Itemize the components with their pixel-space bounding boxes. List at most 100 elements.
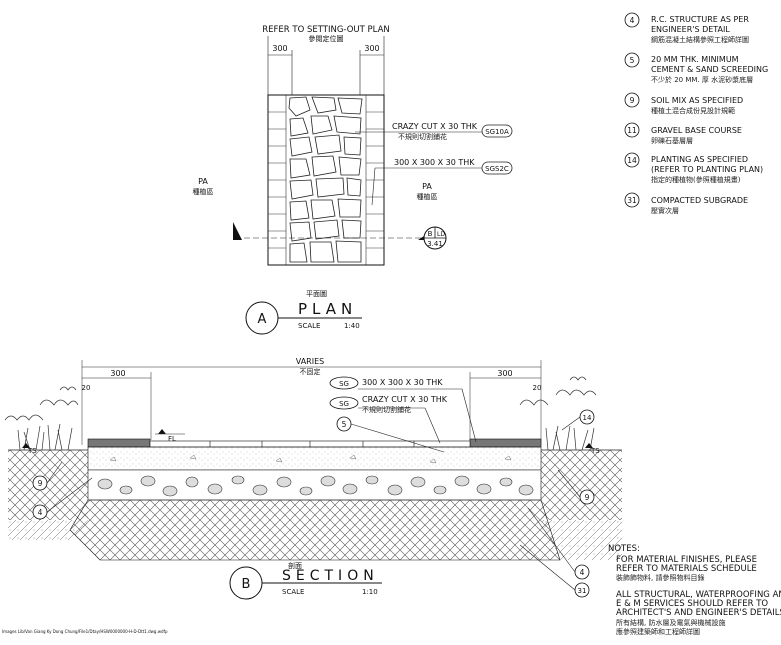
notes: NOTES: FOR MATERIAL FINISHES, PLEASE REF… bbox=[608, 544, 781, 636]
legend-text: PLANTING AS SPECIFIED bbox=[651, 155, 748, 164]
section-marker-sheet: LD bbox=[437, 231, 445, 238]
border-tiles bbox=[268, 95, 384, 265]
planting-left bbox=[4, 386, 79, 451]
setting-out-label: REFER TO SETTING-OUT PLAN bbox=[262, 25, 390, 35]
legend-num: 31 bbox=[627, 196, 637, 205]
pa-left-label-zh: 種植區 bbox=[193, 187, 214, 196]
legend-text: GRAVEL BASE COURSE bbox=[651, 126, 742, 135]
callout-9-left-num: 9 bbox=[38, 479, 43, 488]
plan-scale-label: SCALE bbox=[298, 322, 320, 330]
plan-title: PLAN bbox=[298, 300, 357, 318]
section-crazy-label-zh: 不規則切割鋪花 bbox=[362, 405, 411, 414]
legend-num: 9 bbox=[630, 96, 635, 105]
compacted-subgrade bbox=[69, 499, 561, 561]
section-marker-number: 3.41 bbox=[427, 240, 443, 248]
edge-tile-right bbox=[469, 438, 542, 448]
footer-file-path: Images Lib/Van Giang Ky Dong Chung/File1… bbox=[2, 629, 168, 634]
gravel-base bbox=[87, 469, 542, 501]
crazy-paving-stones bbox=[288, 96, 363, 263]
note-1-zh: 裝飾飾物料, 請參照物料目錄 bbox=[616, 573, 704, 582]
setting-out-label-zh: 參閱定位圖 bbox=[309, 34, 344, 43]
section-cut-arrow-left bbox=[233, 222, 242, 240]
pa-right-label: PA bbox=[422, 182, 432, 191]
legend-num: 4 bbox=[630, 16, 635, 25]
legend-text-zh: 種植土混合成份見設計規範 bbox=[651, 106, 735, 115]
concrete-slab bbox=[87, 446, 542, 471]
legend-text: (REFER TO PLANTING PLAN) bbox=[651, 165, 763, 174]
legend: 4 R.C. STRUCTURE AS PER ENGINEER'S DETAI… bbox=[624, 12, 768, 215]
plan-view: REFER TO SETTING-OUT PLAN 參閱定位圖 300 300 bbox=[193, 25, 513, 335]
plan-scale-value: 1:40 bbox=[344, 322, 360, 330]
legend-text-zh: 指定的種植物(參照種植規畫) bbox=[651, 175, 741, 184]
callout-14-num: 14 bbox=[583, 414, 592, 422]
legend-text-zh: 鋼筋混凝土結構參照工程師詳圖 bbox=[651, 35, 749, 44]
ts-label-right: TS bbox=[590, 447, 600, 455]
varies-label-zh: 不固定 bbox=[300, 367, 321, 376]
legend-item: 9 SOIL MIX AS SPECIFIED 種植土混合成份見設計規範 bbox=[624, 92, 743, 115]
legend-text: CEMENT & SAND SCREEDING bbox=[651, 65, 768, 74]
legend-item: 11 GRAVEL BASE COURSE 卵礫石基層層 bbox=[624, 122, 742, 145]
tile-label: 300 X 300 X 30 THK bbox=[394, 158, 475, 167]
tag-sg-tile-text: SG bbox=[339, 380, 349, 388]
plan-title-letter: A bbox=[258, 312, 267, 327]
note-2-line: E & M SERVICES SHOULD REFER TO bbox=[616, 599, 768, 609]
note-1-line: FOR MATERIAL FINISHES, PLEASE bbox=[616, 555, 757, 565]
section-marker-letter: B bbox=[428, 230, 433, 238]
dim-300-right: 300 bbox=[497, 369, 512, 378]
note-2-zh: 應參照建築師和工程師詳圖 bbox=[616, 627, 700, 636]
tag-sg-crazy-text: SG bbox=[339, 400, 349, 408]
tag-sgs2c-text: SGS2C bbox=[485, 165, 509, 173]
legend-item: 5 20 MM THK. MINIMUM CEMENT & SAND SCREE… bbox=[624, 52, 768, 84]
notes-heading: NOTES: bbox=[608, 544, 640, 554]
section-crazy-label: CRAZY CUT X 30 THK bbox=[362, 395, 448, 404]
dim-20-left: 20 bbox=[82, 384, 91, 392]
tag-sgs2c bbox=[481, 161, 513, 175]
callout-5-num: 5 bbox=[342, 420, 347, 429]
legend-text-zh: 壓實次層 bbox=[651, 206, 679, 215]
crazy-cut-label-zh: 不規則切割鋪花 bbox=[398, 132, 447, 141]
legend-num: 14 bbox=[627, 156, 637, 165]
plan-title-zh: 平面圖 bbox=[306, 290, 327, 298]
legend-num: 11 bbox=[627, 126, 637, 135]
note-1-line: REFER TO MATERIALS SCHEDULE bbox=[616, 564, 757, 574]
legend-text: 20 MM THK. MINIMUM bbox=[651, 55, 739, 64]
ts-label-left: TS bbox=[27, 447, 37, 455]
note-2-line: ALL STRUCTURAL, WATERPROOFING AND bbox=[616, 590, 781, 600]
legend-text-zh: 不少於 20 MM. 厚 水泥砂漿底層 bbox=[651, 75, 753, 84]
dim-300-right: 300 bbox=[364, 44, 379, 53]
section-tile-label: 300 X 300 X 30 THK bbox=[362, 378, 443, 387]
legend-text: R.C. STRUCTURE AS PER bbox=[651, 15, 749, 24]
legend-text: SOIL MIX AS SPECIFIED bbox=[651, 96, 743, 105]
section-view: VARIES 不固定 300 300 20 20 bbox=[4, 357, 622, 600]
edge-tile-left bbox=[87, 438, 151, 448]
varies-label: VARIES bbox=[296, 357, 324, 366]
crazy-cut-label: CRAZY CUT X 30 THK bbox=[392, 122, 478, 131]
dim-300-left: 300 bbox=[110, 369, 125, 378]
section-title-letter: B bbox=[242, 577, 251, 592]
tag-sg-crazy bbox=[329, 396, 359, 410]
pa-right-label-zh: 種植區 bbox=[417, 192, 438, 201]
callout-4-left-num: 4 bbox=[38, 508, 43, 517]
tag-sg10a-text: SG10A bbox=[485, 128, 509, 136]
pa-left-label: PA bbox=[198, 177, 208, 186]
dim-300-left: 300 bbox=[272, 44, 287, 53]
callout-4-right-num: 4 bbox=[580, 568, 585, 577]
dim-20-right: 20 bbox=[533, 384, 542, 392]
note-2-zh: 所有結構, 防水層及電氣與機械設施 bbox=[616, 618, 725, 627]
fl-label: FL bbox=[168, 435, 176, 443]
legend-text-zh: 卵礫石基層層 bbox=[651, 136, 693, 145]
note-2-line: ARCHITECT'S AND ENGINEER'S DETAILS. bbox=[616, 608, 781, 618]
tag-sg10a bbox=[481, 124, 513, 138]
legend-item: 31 COMPACTED SUBGRADE 壓實次層 bbox=[624, 192, 748, 215]
section-title-zh: 剖面 bbox=[288, 561, 302, 570]
legend-text: ENGINEER'S DETAIL bbox=[651, 25, 730, 34]
legend-item: 14 PLANTING AS SPECIFIED (REFER TO PLANT… bbox=[624, 152, 763, 184]
tag-sg-tile bbox=[329, 376, 359, 390]
section-title: SECTION bbox=[282, 568, 379, 584]
section-scale-label: SCALE bbox=[282, 588, 304, 596]
legend-text: COMPACTED SUBGRADE bbox=[651, 196, 748, 205]
legend-item: 4 R.C. STRUCTURE AS PER ENGINEER'S DETAI… bbox=[624, 12, 749, 44]
section-scale-value: 1:10 bbox=[362, 588, 378, 596]
legend-num: 5 bbox=[630, 56, 635, 65]
